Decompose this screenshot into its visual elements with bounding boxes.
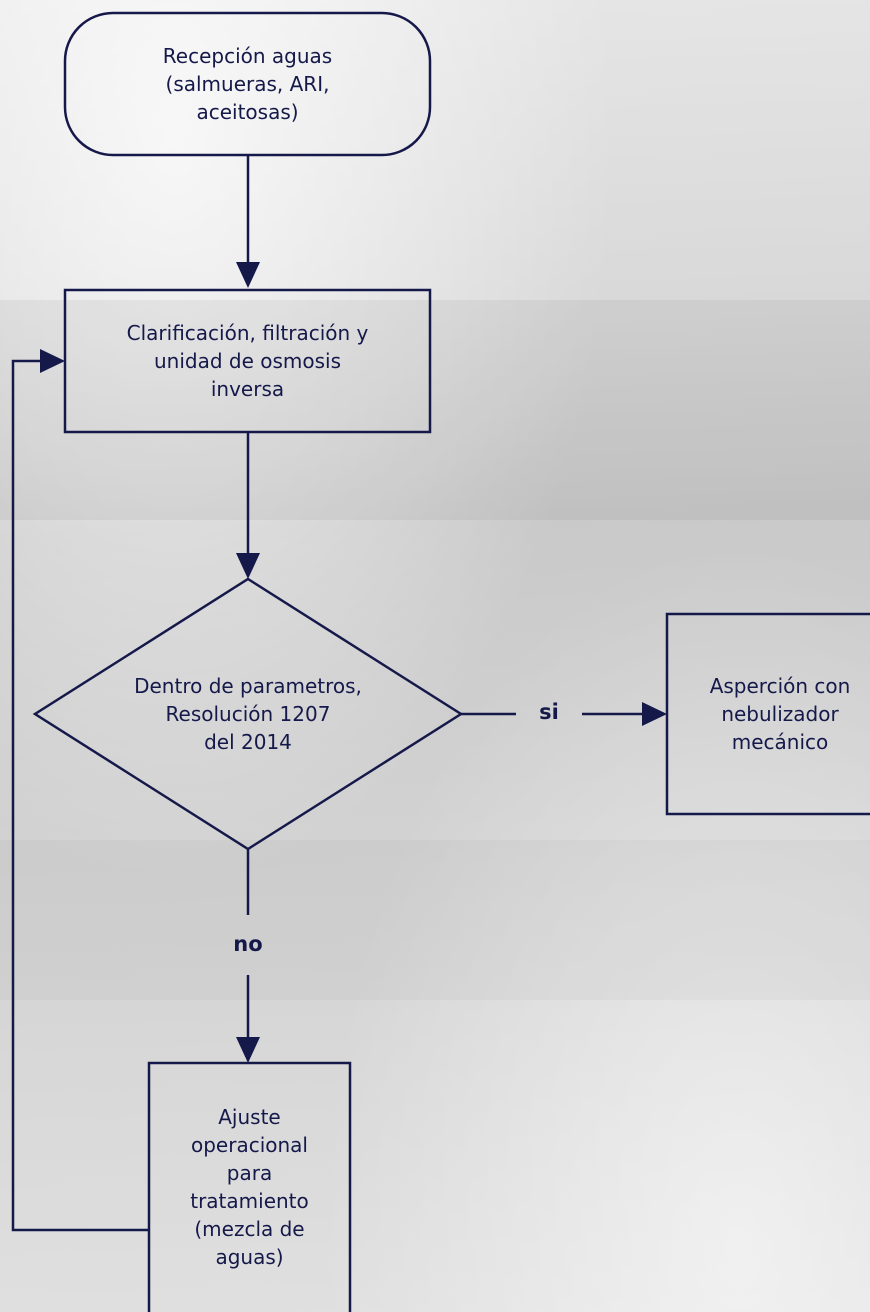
yes-edge-label: si [539, 700, 559, 724]
adjust-node-label: Ajuste operacional para tratamiento (mez… [190, 1105, 309, 1269]
connector-adjust-loop-back [11, 359, 149, 1232]
start-node-label: Recepción aguas (salmueras, ARI, aceitos… [162, 44, 333, 124]
arrowhead-icon [236, 1037, 260, 1063]
adjust-node-shape [147, 1061, 352, 1312]
arrowhead-icon [642, 702, 667, 726]
yes-action-node-label: Asperción con nebulizador mecánico [709, 674, 851, 754]
arrowhead-icon [236, 553, 260, 579]
process-node-label: Clarificación, filtración y unidad de os… [126, 321, 369, 401]
decision-node-label: Dentro de parametros, Resolución 1207 de… [134, 674, 362, 754]
arrowhead-icon [40, 349, 65, 373]
background-texture-band [0, 300, 870, 520]
no-edge-label: no [233, 932, 263, 956]
background-texture-band [0, 840, 870, 1000]
arrowhead-icon [236, 262, 260, 288]
